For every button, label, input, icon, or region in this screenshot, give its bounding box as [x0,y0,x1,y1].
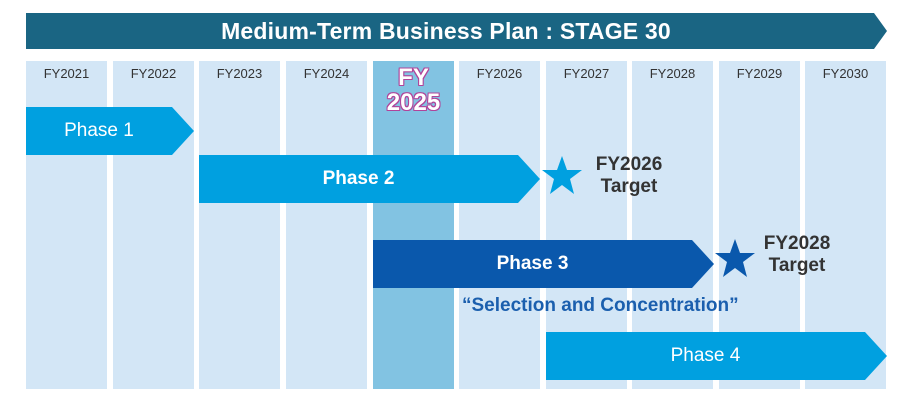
plan-title: Medium-Term Business Plan : STAGE 30 [221,18,671,44]
target-text: Target [600,176,658,197]
year-column-fy2025-current: FY 2025 [373,61,454,389]
year-label: FY2027 [563,66,610,81]
current-year-label-line1: FY [398,64,429,91]
phase-3-label: Phase 3 [496,253,569,274]
phase-1-label: Phase 1 [64,120,134,141]
fy2028-target-label: FY2028 Target [752,233,842,277]
year-label: FY2023 [216,66,263,81]
year-label: FY2030 [822,66,869,81]
year-label: FY2022 [130,66,177,81]
year-label: FY2028 [649,66,696,81]
phase-1-arrow: Phase 1 [26,107,194,155]
phase-1-arrow-shape [26,107,194,155]
phase-2-arrow: Phase 2 [199,155,540,203]
year-label: FY2024 [303,66,350,81]
banner-arrow-shape [26,13,887,49]
target-year: FY2026 [595,154,663,175]
phase-3-arrow-shape [373,240,714,288]
year-label: FY2021 [43,66,90,81]
phase-2-arrow-shape [199,155,540,203]
year-column-fy2026: FY2026 [459,61,540,389]
star-icon [715,239,755,277]
year-label: FY2026 [476,66,523,81]
year-column-fy2023: FY2023 [199,61,280,389]
phase-4-label: Phase 4 [670,345,741,366]
plan-banner: Medium-Term Business Plan : STAGE 30 [26,13,887,49]
fy2026-target-label: FY2026 Target [584,154,674,198]
star-icon [542,156,582,194]
target-text: Target [768,255,826,276]
slogan-text: “Selection and Concentration” [462,295,739,316]
current-year-label: FY 2025 [373,65,454,115]
phase-3-arrow: Phase 3 [373,240,714,288]
phase-2-label: Phase 2 [322,168,395,189]
target-year: FY2028 [763,233,831,254]
phase-4-arrow: Phase 4 [546,332,887,380]
phase-4-arrow-shape [546,332,887,380]
year-label: FY2029 [736,66,783,81]
year-column-fy2024: FY2024 [286,61,367,389]
current-year-label-line2: 2025 [386,89,441,116]
